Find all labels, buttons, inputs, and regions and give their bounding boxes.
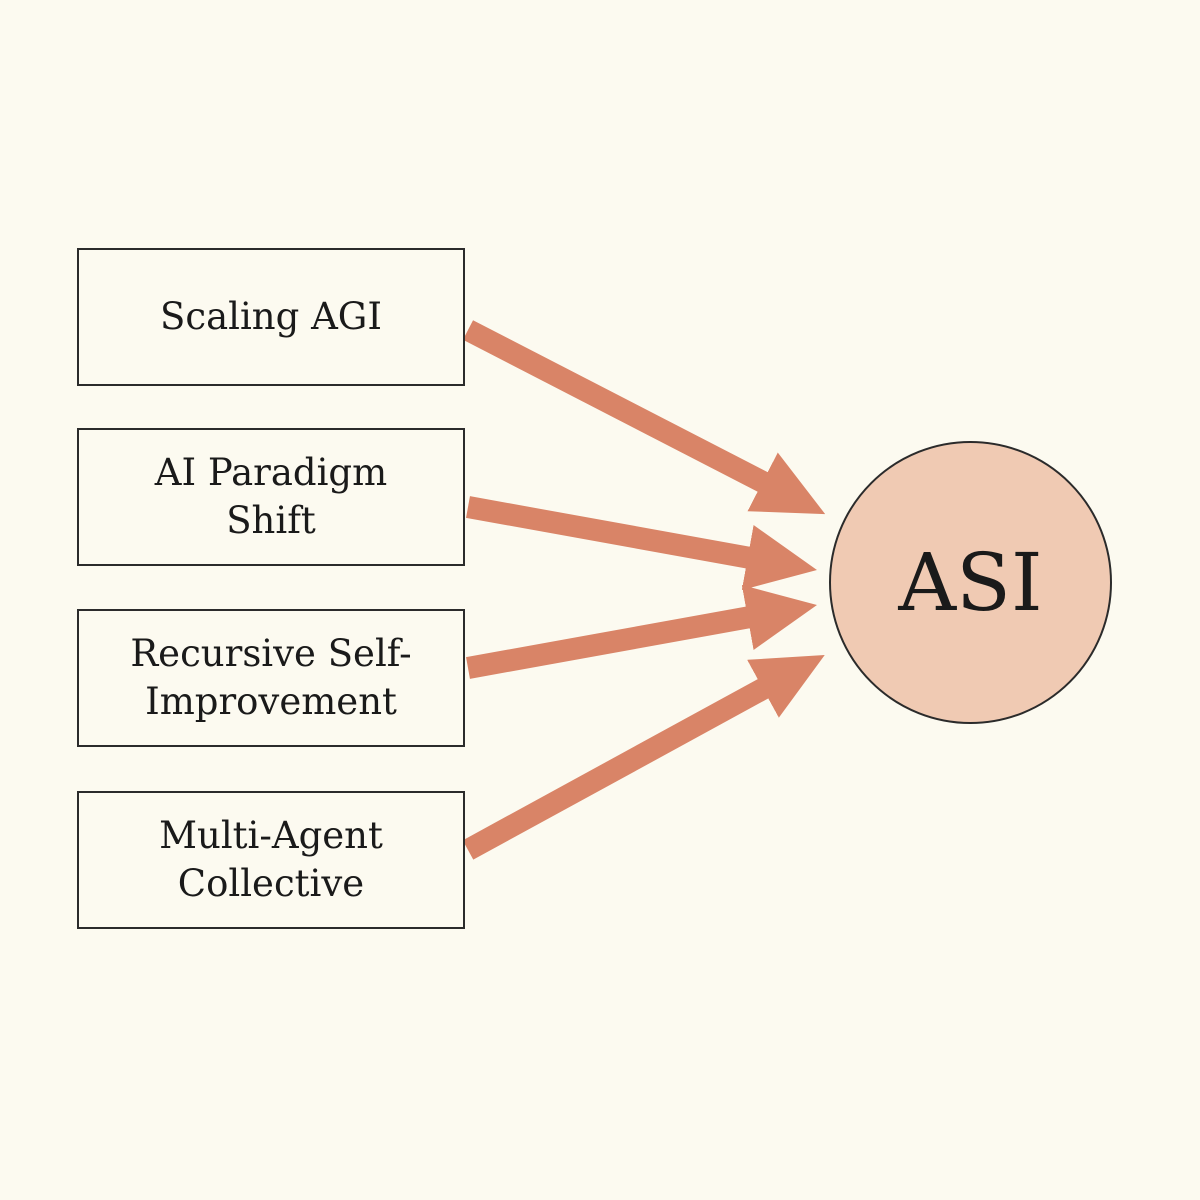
arrow-scaling-agi-to-asi: [462, 320, 826, 515]
arrow-multi-agent-to-asi: [462, 655, 825, 860]
source-box-ai-paradigm-shift: AI Paradigm Shift: [77, 428, 465, 566]
source-box-recursive-self-improvement: Recursive Self- Improvement: [77, 609, 465, 747]
arrow-self-improvement-to-asi: [466, 585, 817, 679]
source-box-scaling-agi: Scaling AGI: [77, 248, 465, 386]
source-label: Multi-Agent Collective: [159, 814, 383, 905]
source-label: Recursive Self- Improvement: [130, 632, 412, 723]
target-node-asi: ASI: [829, 441, 1112, 724]
arrow-paradigm-shift-to-asi: [466, 496, 817, 590]
source-label: Scaling AGI: [160, 295, 382, 338]
source-box-multi-agent-collective: Multi-Agent Collective: [77, 791, 465, 929]
target-label: ASI: [898, 535, 1043, 629]
source-label: AI Paradigm Shift: [154, 451, 388, 542]
